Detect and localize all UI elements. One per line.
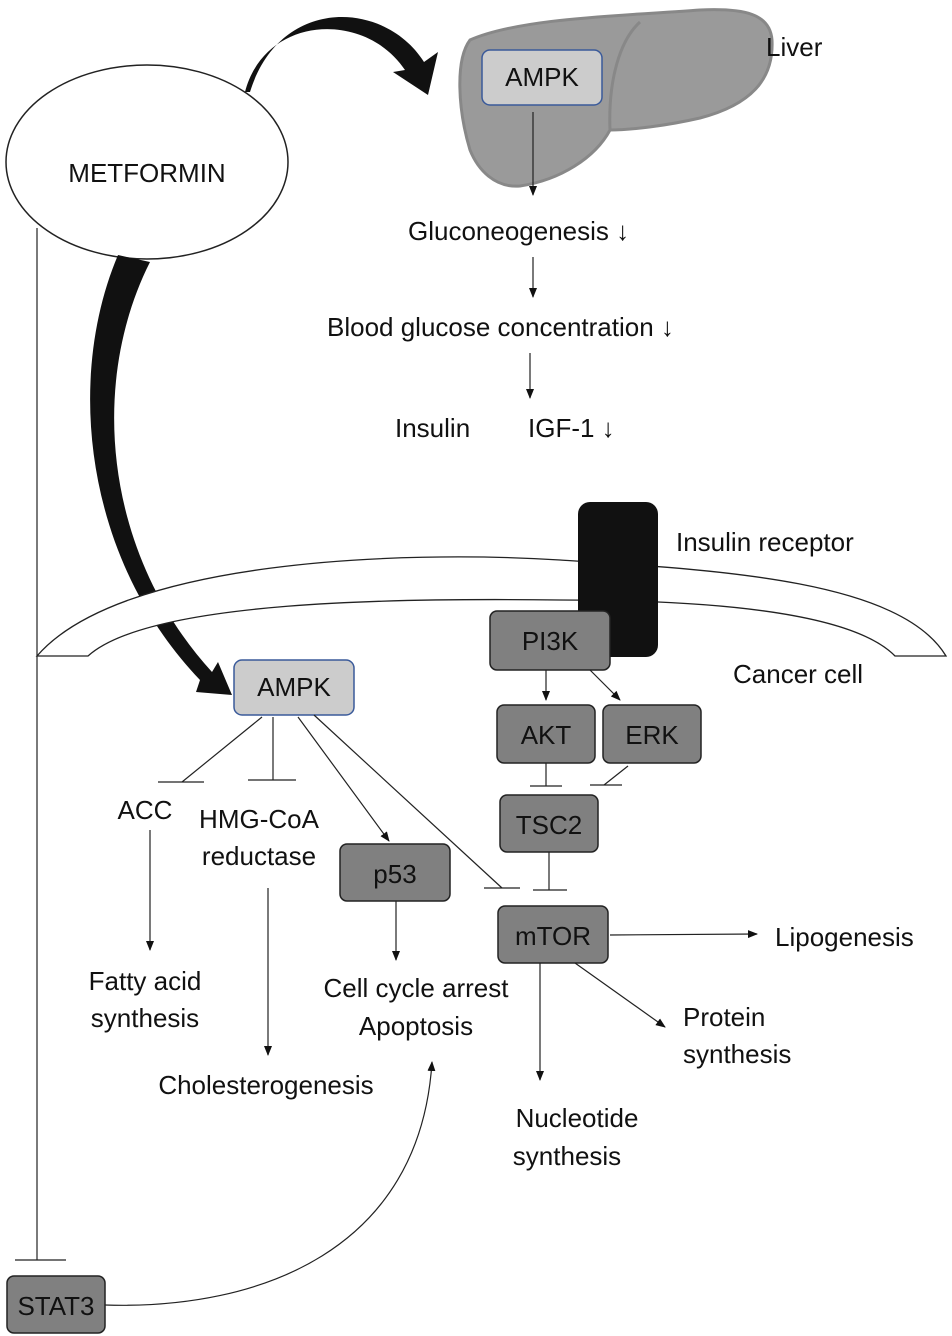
protein-label-line2: synthesis	[683, 1039, 791, 1069]
protein-label-line1: Protein	[683, 1002, 765, 1032]
mtor-to-lipogenesis-arrow	[609, 930, 758, 939]
metformin-ellipse	[5, 64, 289, 260]
nucleotide-label-line1: Nucleotide	[516, 1103, 639, 1133]
liver-label: Liver	[766, 32, 823, 62]
cancer-cell-label: Cancer cell	[733, 659, 863, 689]
gluconeogenesis-label: Gluconeogenesis ↓	[408, 216, 629, 246]
tsc2-label: TSC2	[516, 810, 582, 840]
stat3-label: STAT3	[17, 1291, 94, 1321]
cholesterogenesis-label: Cholesterogenesis	[158, 1070, 373, 1100]
cell-cycle-label-line2: Apoptosis	[359, 1011, 473, 1041]
nucleotide-label-line2: synthesis	[513, 1141, 621, 1171]
stat3-to-apoptosis-curve	[104, 1061, 436, 1306]
metformin-label: METFORMIN	[68, 158, 225, 188]
liver-ampk-box	[481, 49, 603, 106]
erk-tsc2-inhibition	[603, 765, 629, 786]
metformin-to-liver-arrow	[245, 17, 438, 95]
stat3-box	[6, 1275, 106, 1334]
acc-label: ACC	[118, 795, 173, 825]
mtor-to-protein-arrow	[574, 962, 666, 1028]
ampk-to-p53-arrow	[297, 716, 390, 842]
liver-ampk-label: AMPK	[505, 62, 579, 92]
cell-ampk-label: AMPK	[257, 672, 331, 702]
erk-box	[602, 704, 702, 764]
pi3k-to-erk-arrow	[589, 669, 621, 701]
igf1-label: IGF-1 ↓	[528, 413, 615, 443]
p53-box	[339, 843, 451, 902]
mtor-label: mTOR	[515, 921, 591, 951]
insulin-receptor-label: Insulin receptor	[676, 527, 854, 557]
pi3k-label: PI3K	[522, 626, 579, 656]
ampk-acc-inhibition	[181, 716, 263, 783]
hmg-coa-label-line2: reductase	[202, 841, 316, 871]
liver-lobe-divider	[608, 20, 642, 131]
fatty-acid-label-line2: synthesis	[91, 1003, 199, 1033]
pi3k-box	[489, 610, 611, 671]
ampk-mtor-inhibition	[313, 714, 503, 889]
lipogenesis-label: Lipogenesis	[775, 922, 914, 952]
fatty-acid-label-line1: Fatty acid	[89, 966, 202, 996]
cell-cycle-label-line1: Cell cycle arrest	[324, 973, 510, 1003]
insulin-label: Insulin	[395, 413, 470, 443]
mtor-box	[497, 905, 609, 964]
akt-label: AKT	[521, 720, 572, 750]
hmg-coa-label-line1: HMG-CoA	[199, 804, 320, 834]
cell-ampk-box	[233, 659, 355, 716]
erk-label: ERK	[625, 720, 679, 750]
cell-membrane	[35, 556, 948, 657]
p53-label: p53	[373, 859, 416, 889]
blood-glucose-label: Blood glucose concentration ↓	[327, 312, 674, 342]
